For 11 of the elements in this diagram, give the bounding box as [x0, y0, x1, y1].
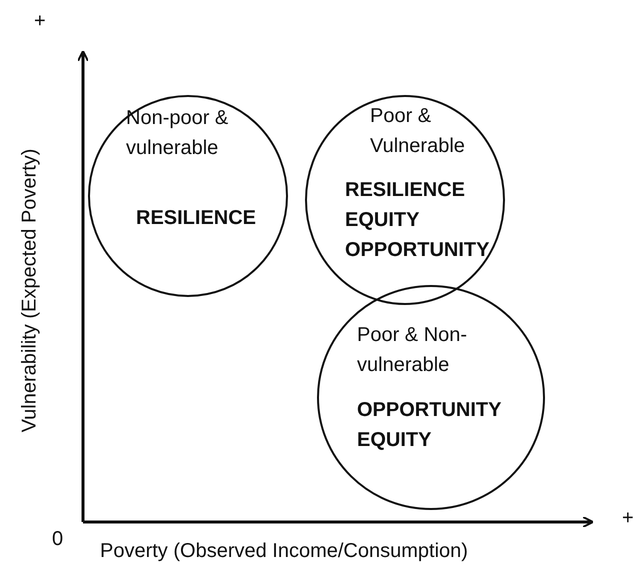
axis-end-mark: +	[622, 507, 634, 530]
group-label: Poor & Non-vulnerable	[357, 323, 468, 378]
axis-end-mark: +	[34, 10, 46, 33]
strategy-label: RESILIENCE	[136, 206, 258, 231]
origin-label: 0	[52, 528, 64, 551]
strategy-label: OPPORTUNITY EQUITY	[357, 398, 502, 453]
strategy-label: RESILIENCE EQUITY OPPORTUNITY	[345, 178, 490, 263]
y-axis-title: Vulnerability (Expected Poverty)	[18, 148, 42, 432]
group-label: Non-poor & vulnerable	[126, 106, 230, 161]
group-label: Poor & Vulnerable	[370, 104, 466, 159]
x-axis-title: Poverty (Observed Income/Consumption)	[100, 540, 468, 563]
